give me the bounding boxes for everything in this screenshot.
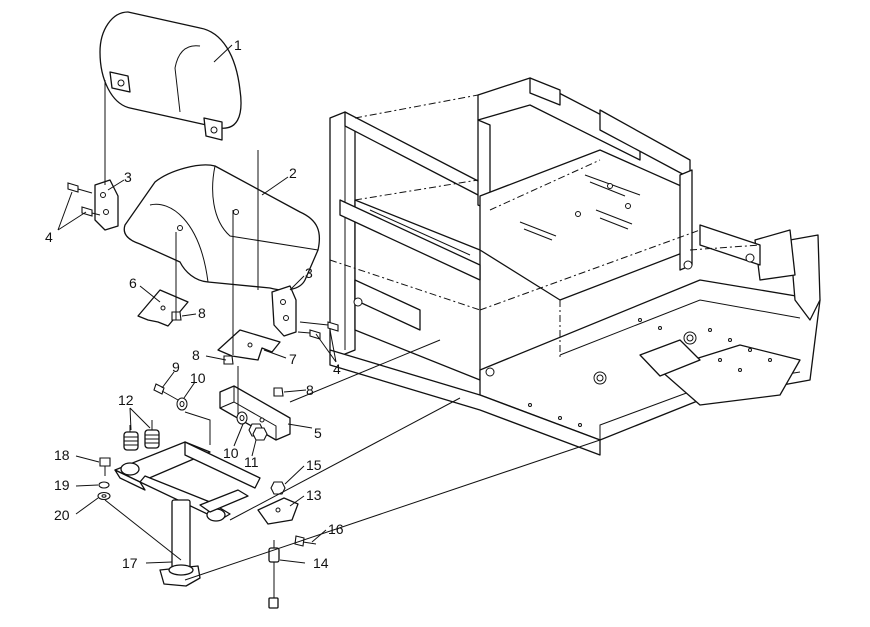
nut-15 (270, 481, 286, 495)
callout-20: 20 (54, 507, 70, 523)
seat-switch-14 (268, 540, 280, 609)
callout-7: 7 (289, 351, 297, 367)
callout-13: 13 (306, 487, 322, 503)
callout-17: 17 (122, 555, 138, 571)
mounting-plate-6 (137, 289, 189, 327)
callout-10b: 10 (223, 445, 239, 461)
callout-3-right: 3 (305, 265, 313, 281)
callout-6: 6 (129, 275, 137, 291)
callout-9: 9 (172, 359, 180, 375)
assembly-lines (104, 80, 601, 581)
callout-12: 12 (118, 392, 134, 408)
chassis-frame (329, 77, 821, 456)
callout-2: 2 (289, 165, 297, 181)
bolt-8b (223, 355, 234, 365)
lock-washer-19 (98, 481, 110, 489)
callout-3-left: 3 (124, 169, 132, 185)
leader-lines (57, 44, 337, 564)
screw-9 (153, 383, 179, 401)
callout-8c: 8 (306, 382, 314, 398)
callout-5: 5 (314, 425, 322, 441)
nut-11 (248, 423, 268, 441)
bracket-13 (257, 497, 299, 525)
seat-back (99, 11, 242, 141)
callout-11: 11 (244, 454, 259, 470)
callout-4-left: 4 (45, 229, 53, 245)
springs-12 (123, 429, 160, 451)
callout-16: 16 (328, 521, 344, 537)
bolt-18 (99, 457, 111, 476)
bolts-4-left (67, 182, 101, 217)
callout-19: 19 (54, 477, 70, 493)
callout-8b: 8 (192, 347, 200, 363)
callout-14: 14 (313, 555, 329, 571)
callout-labels: 1 2 3 3 4 4 5 6 7 8 8 8 9 10 10 11 12 13… (45, 37, 344, 571)
suspension-frame (114, 441, 261, 522)
callout-15: 15 (306, 457, 322, 473)
callout-4-right: 4 (333, 361, 341, 377)
callout-10a: 10 (190, 370, 206, 386)
washer-20 (97, 491, 111, 501)
callout-1: 1 (234, 37, 242, 53)
suspension-post-17 (159, 499, 201, 587)
seat-cushion (123, 164, 321, 291)
seat-back-bracket-left (94, 179, 119, 231)
washer-10a (176, 397, 188, 411)
callout-18: 18 (54, 447, 70, 463)
washer-10b (236, 411, 248, 425)
bolt-8c (273, 387, 284, 397)
callout-8a: 8 (198, 305, 206, 321)
seat-back-bracket-right (271, 285, 297, 337)
